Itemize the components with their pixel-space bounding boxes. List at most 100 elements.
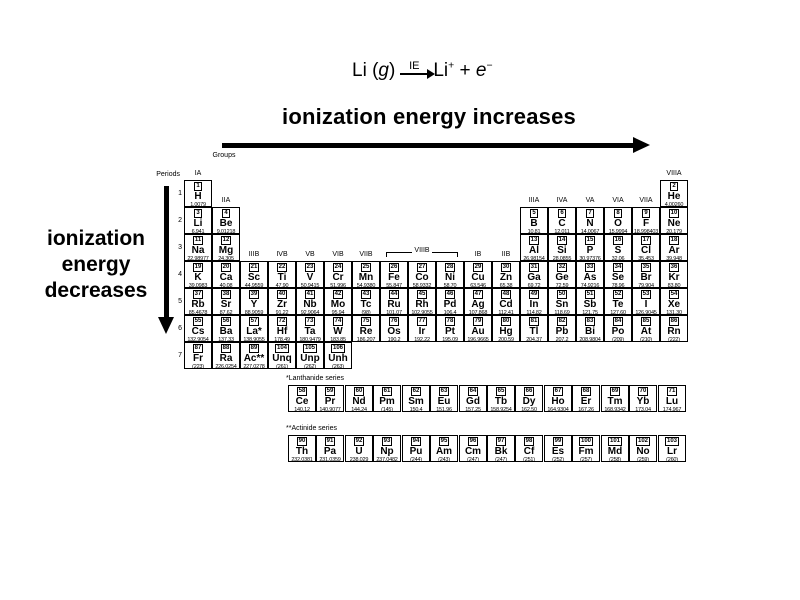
atomic-number: 39 [248, 290, 260, 299]
atomic-mass: 138.9055 [243, 337, 265, 342]
period-number-3: 3 [178, 244, 182, 251]
element-symbol: Mo [330, 299, 346, 310]
atomic-mass: 24.305 [218, 256, 234, 261]
element-symbol: No [636, 446, 650, 457]
trend-vertical-line1: ionization [47, 227, 145, 250]
atomic-mass: (257) [580, 457, 592, 462]
atomic-mass: 95.94 [331, 310, 345, 315]
plus-sign: + [454, 60, 476, 81]
group-label-VIIB: VIIB [359, 251, 373, 258]
atomic-mass: 126.9045 [635, 310, 657, 315]
atomic-mass: 9.01218 [216, 229, 236, 234]
atomic-mass: 28.0855 [552, 256, 572, 261]
down-trend-arrow-icon [158, 186, 174, 334]
atomic-mass: 55.847 [386, 283, 402, 288]
element-symbol: Th [295, 446, 309, 457]
atomic-mass: 107.868 [468, 310, 488, 315]
reaction-arrow-label: IE [409, 60, 420, 72]
atomic-mass: 39.948 [666, 256, 682, 261]
group-label-VIIIB: VIIIB [386, 247, 458, 260]
atomic-number: 34 [612, 263, 624, 272]
reactant-element: Li [352, 60, 367, 81]
atomic-mass: 140.12 [294, 407, 310, 412]
atomic-mass: 40.08 [219, 283, 233, 288]
element-symbol: In [529, 299, 539, 310]
atomic-number: 100 [578, 437, 593, 446]
atomic-mass: 22.98977 [187, 256, 209, 261]
element-symbol: Cl [641, 245, 651, 256]
atomic-mass: 18.998403 [633, 229, 659, 234]
atomic-number: 94 [410, 437, 422, 446]
element-symbol: V [306, 272, 314, 283]
atomic-number: 41 [304, 290, 316, 299]
atomic-number: 15 [584, 236, 596, 245]
trend-vertical-line2: energy [61, 253, 131, 276]
atomic-number: 103 [664, 437, 679, 446]
element-symbol: Po [611, 326, 625, 337]
element-symbol: Ce [295, 396, 309, 407]
atomic-number: 95 [438, 437, 450, 446]
atomic-mass: 232.0381 [291, 457, 313, 462]
atomic-mass: (244) [410, 457, 422, 462]
atomic-number: 88 [220, 344, 232, 353]
state-open-paren: ( [366, 60, 379, 81]
atomic-number: 45 [416, 290, 428, 299]
element-symbol: Ag [471, 299, 485, 310]
atomic-number: 72 [276, 317, 288, 326]
atomic-mass: 227.0278 [243, 364, 265, 369]
atomic-number: 6 [558, 209, 566, 218]
atomic-mass: 72.59 [555, 283, 569, 288]
element-symbol: Tm [607, 396, 623, 407]
group-label-IIB: IIB [501, 251, 511, 258]
atomic-mass: 180.9479 [299, 337, 321, 342]
atomic-mass: (210) [640, 337, 652, 342]
element-symbol: Nb [303, 299, 317, 310]
atomic-number: 42 [332, 290, 344, 299]
atomic-number: 68 [580, 387, 592, 396]
element-symbol: N [586, 218, 594, 229]
atomic-mass: 101.07 [386, 310, 402, 315]
element-symbol: Y [250, 299, 258, 310]
atomic-number: 93 [381, 437, 393, 446]
element-symbol: Rh [415, 299, 429, 310]
lanthanide-series-label: *Lanthanide series [286, 375, 344, 382]
atomic-mass: 44.9559 [244, 283, 264, 288]
atomic-number: 70 [637, 387, 649, 396]
atomic-mass: 85.4678 [188, 310, 208, 315]
atomic-mass: 200.59 [498, 337, 514, 342]
element-symbol: Al [529, 245, 539, 256]
element-symbol: Fe [388, 272, 400, 283]
element-symbol: U [355, 446, 363, 457]
atomic-number: 50 [556, 290, 568, 299]
